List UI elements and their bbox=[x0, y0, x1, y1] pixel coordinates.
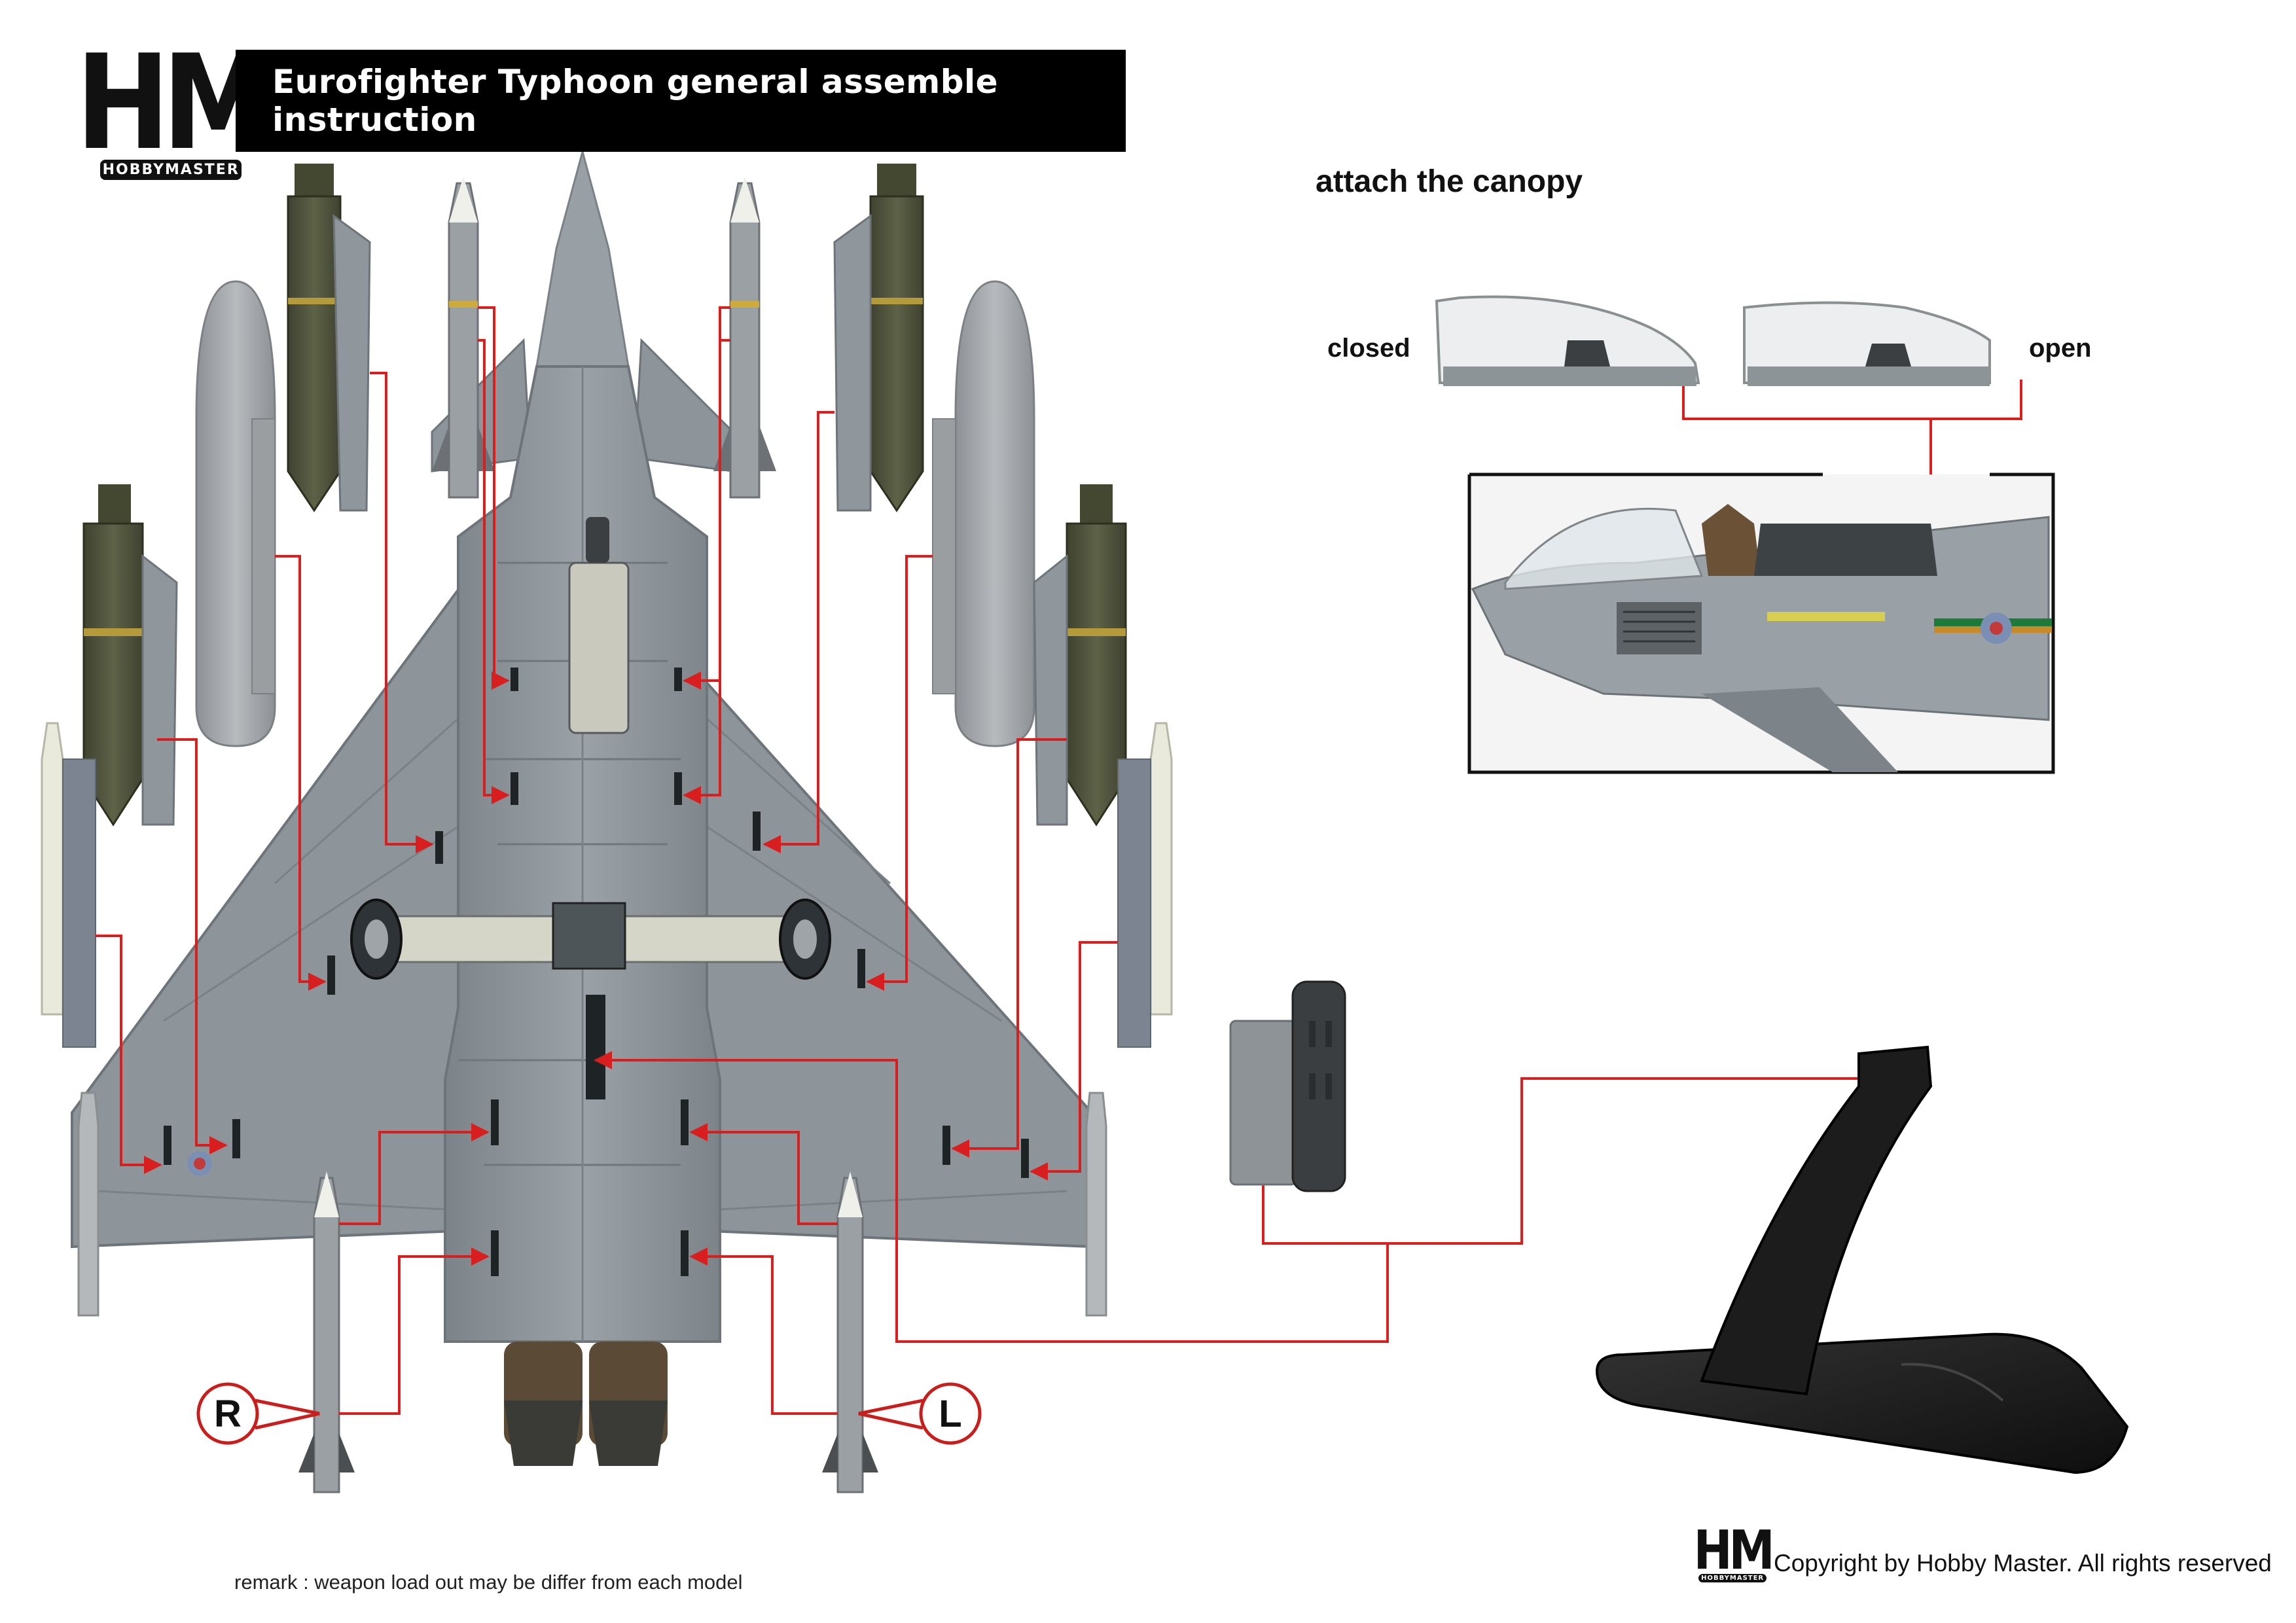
nose-gear bbox=[568, 562, 630, 734]
guided-bomb-left-inboard bbox=[82, 484, 178, 827]
attachment-leader-lines bbox=[96, 306, 2022, 1415]
cockpit-detail-photo bbox=[1467, 473, 2055, 774]
fuel-tank-right bbox=[932, 280, 1035, 747]
logo-caption: HOBBYMASTER bbox=[100, 160, 242, 180]
white-missile-left bbox=[41, 722, 96, 1048]
guided-bomb-right-outboard bbox=[833, 164, 924, 512]
guided-bomb-right-inboard bbox=[1033, 484, 1127, 827]
canopy-heading: attach the canopy bbox=[1316, 164, 1583, 199]
aircraft-underside bbox=[71, 148, 1093, 1466]
wing-roundels bbox=[186, 1150, 213, 1177]
right-marker-letter: R bbox=[214, 1393, 242, 1435]
weapon-remark: remark : weapon load out may be differ f… bbox=[234, 1571, 743, 1594]
wingtip-missile-left bbox=[77, 1092, 99, 1317]
display-stand bbox=[1595, 1045, 2129, 1474]
canopy-closed-part bbox=[1435, 295, 1700, 386]
left-side-marker: L bbox=[858, 1382, 982, 1445]
wingtip-missile-right bbox=[1085, 1092, 1107, 1317]
main-landing-gear bbox=[350, 899, 831, 980]
white-missile-right bbox=[1117, 722, 1173, 1048]
display-stand-mount bbox=[1229, 980, 1346, 1192]
nose-cone bbox=[535, 148, 630, 368]
canopy-open-label: open bbox=[2029, 334, 2092, 363]
guided-bomb-left-outboard bbox=[287, 164, 371, 512]
footer-logo-caption: HOBBYMASTER bbox=[1698, 1574, 1767, 1583]
copyright-notice: Copyright by Hobby Master. All rights re… bbox=[1774, 1550, 2272, 1577]
engine-nozzles bbox=[504, 1342, 668, 1466]
hardpoint-pylons bbox=[164, 668, 1029, 1276]
title-banner: Eurofighter Typhoon general assemble ins… bbox=[236, 50, 1126, 152]
right-canard bbox=[634, 338, 734, 473]
left-marker-letter: L bbox=[939, 1393, 961, 1435]
page-title: Eurofighter Typhoon general assemble ins… bbox=[272, 63, 999, 139]
right-side-marker: R bbox=[196, 1382, 320, 1445]
canopy-open-part bbox=[1743, 301, 1991, 386]
short-range-missile-right-station bbox=[298, 1171, 355, 1493]
canopy-closed-label: closed bbox=[1327, 334, 1410, 363]
medium-range-missile-left bbox=[432, 177, 495, 499]
footer-logo: HM HOBBYMASTER bbox=[1687, 1520, 1778, 1583]
medium-range-missile-right bbox=[713, 177, 776, 499]
short-range-missile-left-station bbox=[822, 1171, 878, 1493]
fuel-tank-left bbox=[195, 280, 276, 747]
footer-logo-letters: HM bbox=[1693, 1520, 1775, 1582]
